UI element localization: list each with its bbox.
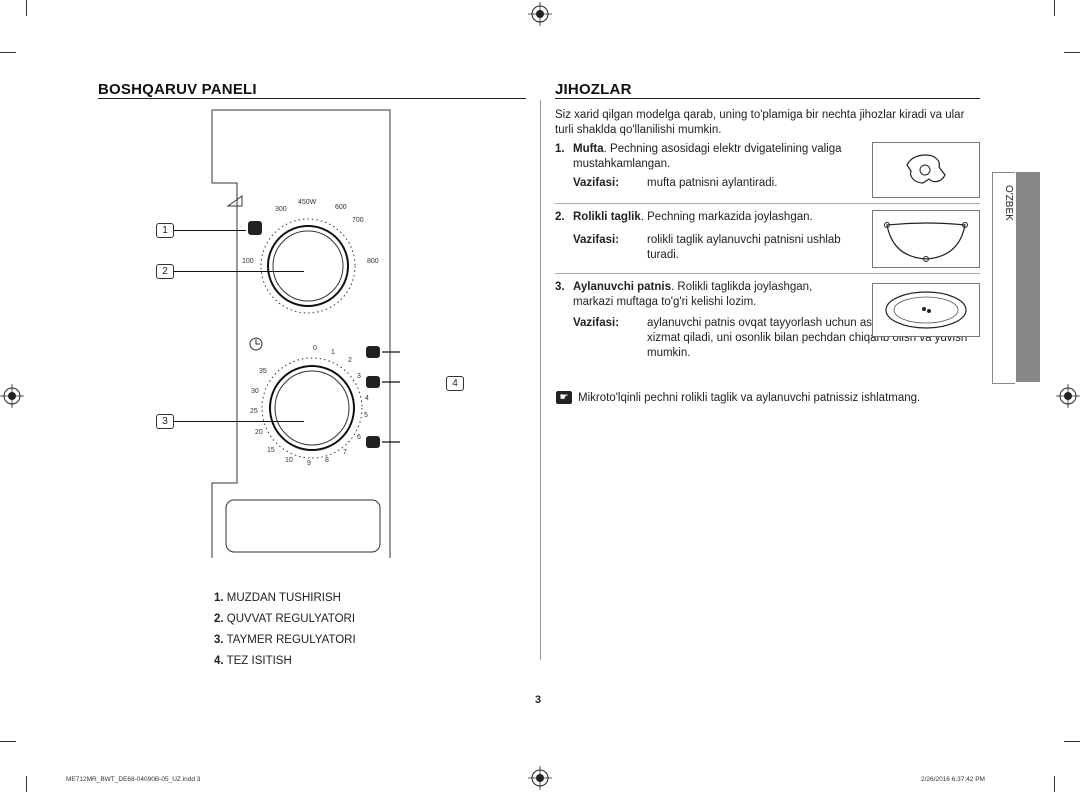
timer-label: 1: [331, 349, 335, 356]
registration-mark-icon: [1056, 384, 1080, 408]
control-panel-legend: 1. MUZDAN TUSHIRISH 2. QUVVAT REGULYATOR…: [214, 588, 356, 672]
timer-label: 8: [325, 457, 329, 464]
item-divider: [555, 273, 980, 274]
accessory-item-coupler: 1. Mufta. Pechning asosidagi elektr dvig…: [555, 143, 842, 189]
column-divider: [540, 100, 541, 660]
note-icon: ☛: [556, 391, 572, 404]
power-label: 800: [367, 258, 379, 265]
page-number: 3: [535, 694, 542, 706]
footer-filename: ME712MR_BWT_DE68-04090B-05_UZ.indd 3: [66, 776, 201, 783]
power-label: 300: [275, 206, 287, 213]
callout-1: 1: [156, 223, 174, 238]
timer-label: 20: [255, 429, 263, 436]
power-label: 450W: [298, 199, 317, 206]
registration-mark-icon: [0, 384, 24, 408]
timer-label: 25: [250, 408, 258, 415]
roller-ring-icon: [884, 222, 968, 262]
warning-note: Mikroto'lqinli pechni rolikli taglik va …: [578, 392, 921, 404]
timer-label: 4: [365, 395, 369, 402]
timer-label: 15: [267, 447, 275, 454]
timer-label: 30: [251, 388, 259, 395]
power-label: 100: [242, 258, 254, 265]
control-panel-illustration: [211, 109, 400, 558]
timer-label: 7: [343, 449, 347, 456]
item-divider: [555, 203, 980, 204]
timer-label: 9: [307, 460, 311, 467]
turntable-image: [872, 283, 980, 337]
turntable-icon: [885, 291, 967, 329]
callout-4: 4: [446, 376, 464, 391]
leader-line: [174, 421, 304, 422]
registration-mark-icon: [528, 766, 552, 790]
callout-3: 3: [156, 414, 174, 429]
accessory-item-roller-ring: 2. Rolikli taglik. Pechning markazida jo…: [555, 211, 841, 261]
language-tab-label: O'ZBEK: [1003, 185, 1014, 221]
leader-line: [174, 230, 246, 231]
coupler-icon: [906, 154, 946, 184]
timer-label: 35: [259, 368, 267, 375]
coupler-image: [872, 142, 980, 198]
footer-datetime: 2/26/2016 6:37:42 PM: [921, 776, 985, 783]
power-label: 600: [335, 204, 347, 211]
timer-label: 6: [357, 434, 361, 441]
timer-label: 3: [357, 373, 361, 380]
language-tab-bar: [1016, 172, 1040, 382]
roller-ring-image: [872, 210, 980, 268]
registration-mark-icon: [528, 2, 552, 26]
power-label: 700: [352, 217, 364, 224]
legend-item: 3. TAYMER REGULYATORI: [214, 634, 356, 646]
callout-2: 2: [156, 264, 174, 279]
heading-rule: [555, 98, 980, 99]
timer-label: 5: [364, 412, 368, 419]
section-heading-accessories: JIHOZLAR: [555, 81, 632, 98]
leader-line: [174, 271, 304, 272]
timer-label: 0: [313, 345, 317, 352]
legend-item: 1. MUZDAN TUSHIRISH: [214, 592, 341, 604]
heading-rule: [98, 98, 526, 99]
section-heading-control-panel: BOSHQARUV PANELI: [98, 81, 257, 98]
legend-item: 4. TEZ ISITISH: [214, 655, 292, 667]
timer-label: 2: [348, 357, 352, 364]
timer-label: 10: [285, 457, 293, 464]
intro-text: Siz xarid qilgan modelga qarab, uning to…: [555, 109, 965, 136]
legend-item: 2. QUVVAT REGULYATORI: [214, 613, 356, 625]
language-tab: [992, 172, 1015, 384]
